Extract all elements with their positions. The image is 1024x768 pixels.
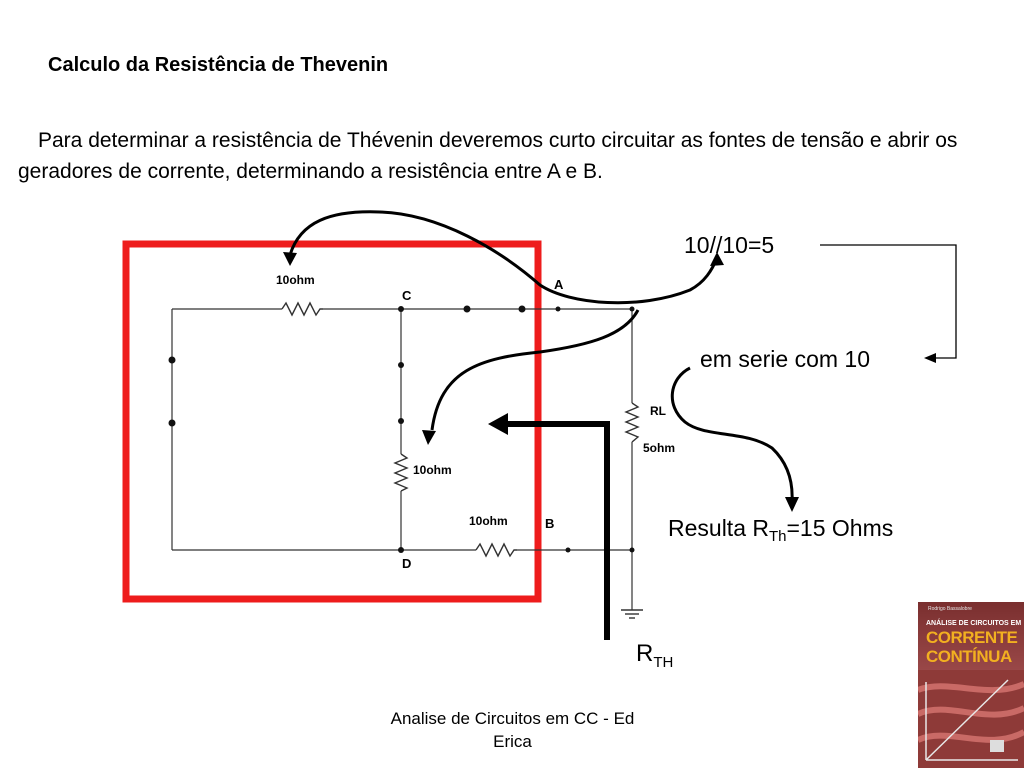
junction-dots <box>168 305 635 553</box>
node-a-label: A <box>554 277 564 292</box>
resistor-bottom-label: 10ohm <box>469 514 508 528</box>
series-note: em serie com 10 <box>700 346 871 372</box>
book-cover: Rodrigo Bassalobre ANÁLISE DE CIRCUITOS … <box>918 602 1024 768</box>
node-b-label: B <box>545 516 554 531</box>
arrow-icon <box>924 353 936 363</box>
resistor-mid-label: 10ohm <box>413 463 452 477</box>
highlight-frame <box>122 240 542 603</box>
result-note: Resulta RTh=15 Ohms <box>668 515 893 545</box>
book-subtitle: ANÁLISE DE CIRCUITOS EM <box>926 620 1022 627</box>
rth-label: RTH <box>636 640 673 671</box>
circuit-wires <box>171 308 633 610</box>
footer-citation: Analise de Circuitos em CC - Ed Erica <box>360 707 665 753</box>
arrow-icon <box>288 210 719 305</box>
book-art <box>918 670 1024 768</box>
resistor-top-label: 10ohm <box>276 273 315 287</box>
rth-arrow <box>505 421 610 640</box>
result-sub: Th <box>768 528 787 545</box>
arrow-icon <box>488 413 508 435</box>
rth-sub: TH <box>653 654 674 671</box>
result-suffix: =15 Ohms <box>786 515 894 541</box>
resistor-icon <box>281 301 323 317</box>
book-title-line2: CONTÍNUA <box>926 647 1012 666</box>
node-d-label: D <box>402 556 411 571</box>
intro-paragraph: Para determinar a resistência de Théveni… <box>18 125 998 187</box>
intro-text: Para determinar a resistência de Théveni… <box>18 129 958 183</box>
node-c-label: C <box>402 288 412 303</box>
arrow-icon <box>430 309 640 431</box>
arrow-icon <box>785 497 799 512</box>
resistor-icon <box>393 453 409 492</box>
load-label: RL <box>650 404 666 418</box>
book-title-line1: CORRENTE <box>926 628 1018 647</box>
book-author: Rodrigo Bassalobre <box>928 606 972 612</box>
rth-main: R <box>636 640 654 667</box>
arrow-icon <box>670 366 794 503</box>
footer-line2: Erica <box>493 732 532 751</box>
arrow-icon <box>283 252 297 266</box>
footer-line1: Analise de Circuitos em CC - Ed <box>390 709 635 728</box>
result-prefix: Resulta R <box>668 515 769 541</box>
ground-icon <box>621 609 643 619</box>
arrow-icon <box>710 252 724 266</box>
resistor-icon <box>624 402 640 443</box>
parallel-note: 10//10=5 <box>684 232 775 258</box>
resistor-icon <box>475 542 517 558</box>
slide-title: Calculo da Resistência de Thevenin <box>48 54 389 76</box>
load-value: 5ohm <box>643 441 675 455</box>
arrow-icon <box>422 430 436 445</box>
bracket-connector <box>820 244 957 359</box>
